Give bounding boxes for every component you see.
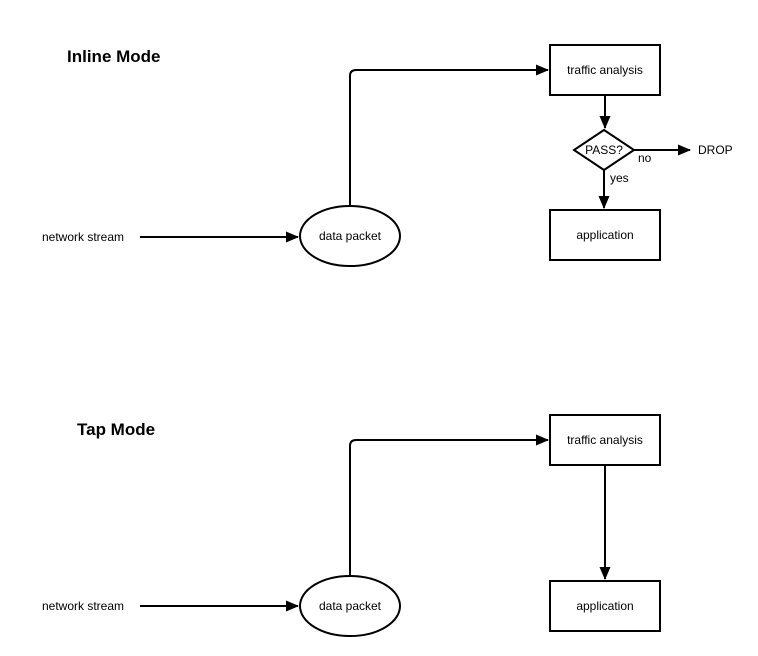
inline-pass-decision-label: PASS? [585,143,623,157]
inline-mode-diagram: Inline Mode network stream data packet t… [42,44,733,267]
inline-yes-edge-label: yes [610,171,629,185]
inline-mode-title: Inline Mode [67,47,161,66]
inline-no-edge-label: no [638,151,652,165]
inline-application-label: application [576,228,633,242]
inline-drop-label: DROP [698,143,733,157]
inline-traffic-analysis-label: traffic analysis [567,63,643,77]
tap-mode-title: Tap Mode [77,420,155,439]
tap-edge-packet-to-analysis [349,434,549,576]
inline-edge-packet-to-analysis [349,64,549,206]
tap-traffic-analysis-box [549,414,661,466]
inline-traffic-analysis-box [549,44,661,96]
tap-traffic-analysis-label: traffic analysis [567,433,643,447]
tap-application-box [549,580,661,632]
inline-network-stream-label: network stream [42,230,124,244]
inline-application-box [549,209,661,261]
inline-data-packet-label: data packet [319,229,382,243]
tap-network-stream-label: network stream [42,599,124,613]
tap-data-packet-label: data packet [319,599,382,613]
tap-mode-diagram: Tap Mode network stream data packet traf… [42,414,661,637]
tap-application-label: application [576,599,633,613]
